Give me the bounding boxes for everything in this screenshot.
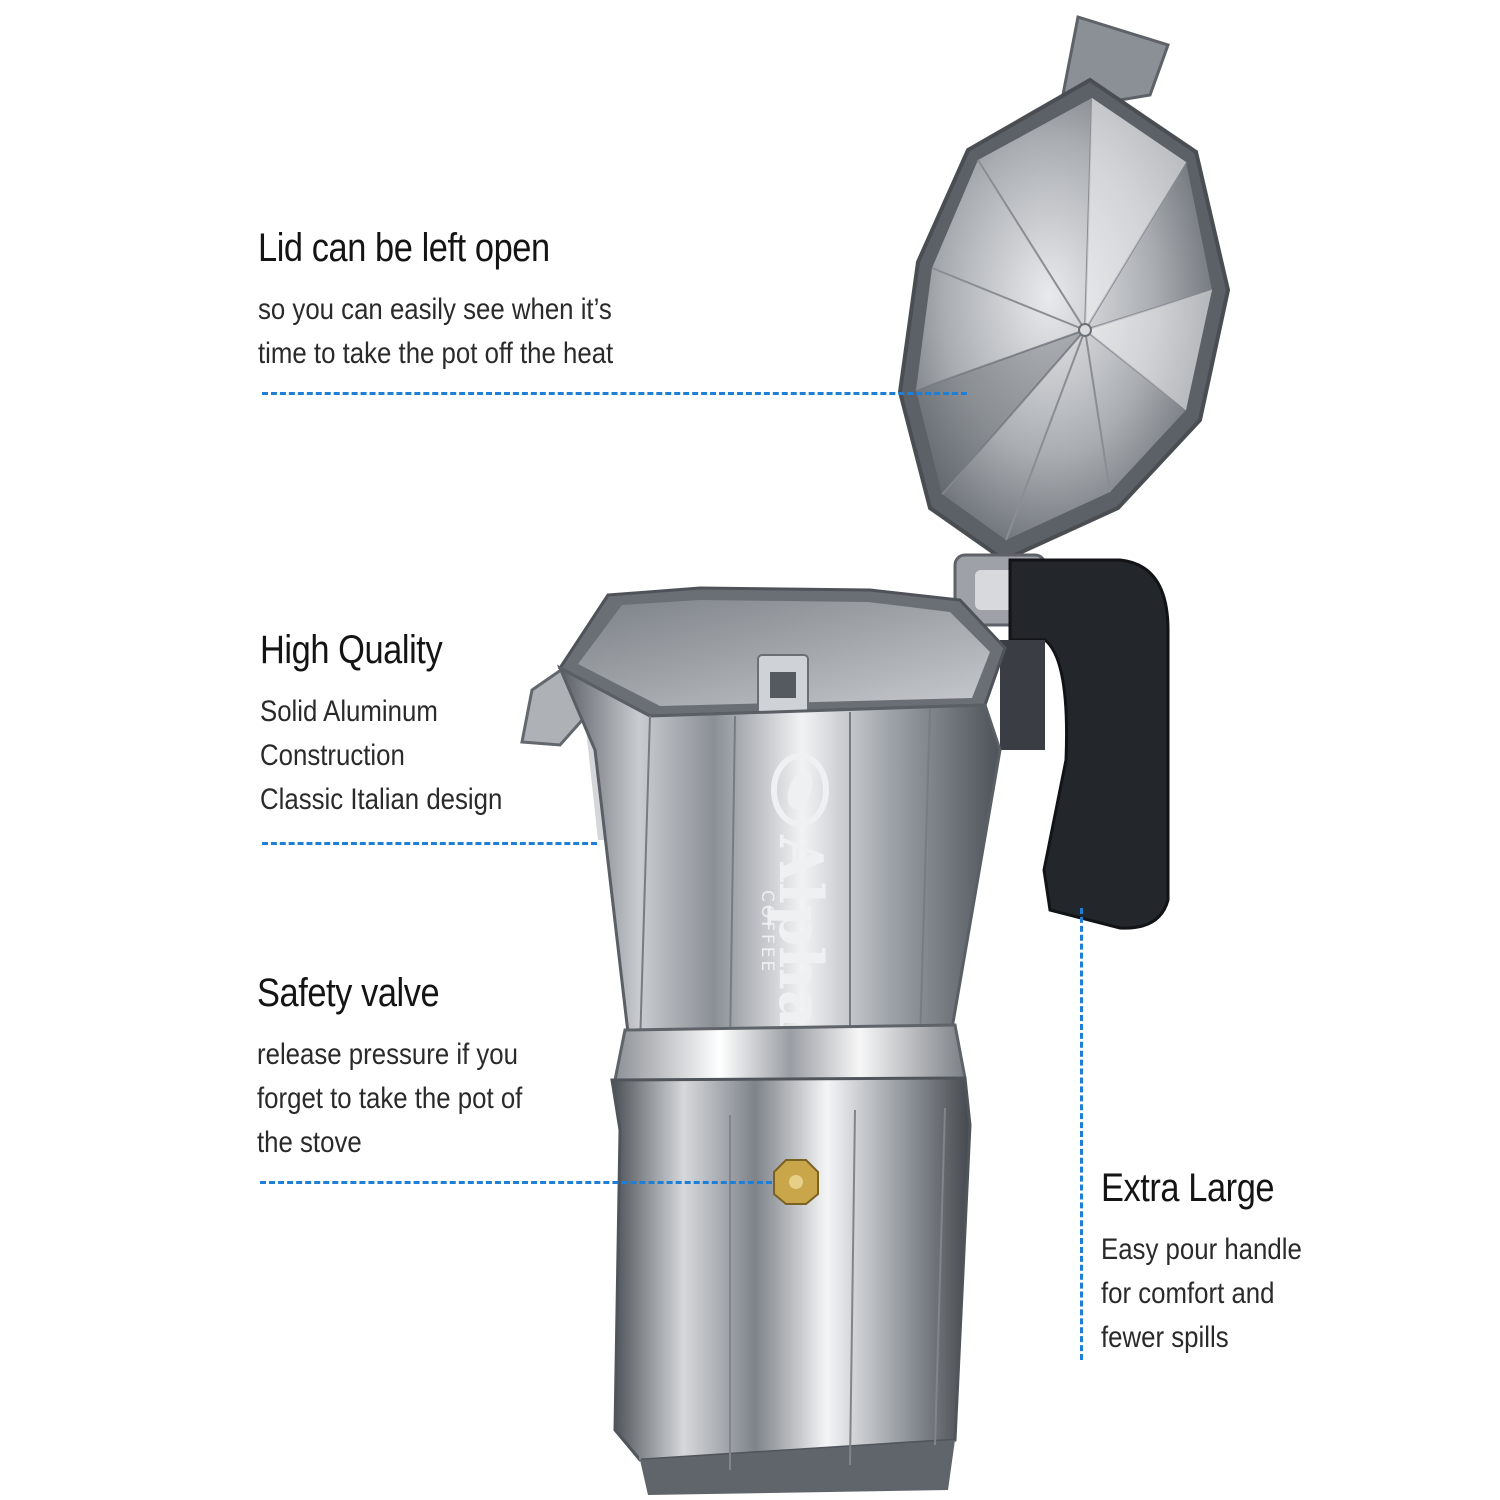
upper-chamber: Alpha COFFEE <box>520 586 1007 1052</box>
callout-quality-line: Construction <box>260 739 405 772</box>
callout-valve-description: release pressure if you forget to take t… <box>257 1033 566 1165</box>
callout-valve-line: forget to take the pot of <box>257 1082 523 1115</box>
callout-quality-description: Solid Aluminum Construction Classic Ital… <box>260 690 542 822</box>
callout-large-line: fewer spills <box>1101 1321 1229 1354</box>
callout-large: Extra Large Easy pour handle for comfort… <box>1101 1168 1335 1360</box>
callout-quality: High Quality Solid Aluminum Construction… <box>260 630 542 822</box>
callout-lid-description: so you can easily see when it’s time to … <box>258 288 671 376</box>
callout-quality-title: High Quality <box>260 628 443 672</box>
callout-large-description: Easy pour handle for comfort and fewer s… <box>1101 1228 1335 1360</box>
lower-boiler <box>610 1076 972 1495</box>
callout-lid-title: Lid can be left open <box>258 226 550 270</box>
leader-line-valve <box>260 1181 772 1184</box>
pour-handle <box>1008 558 1170 930</box>
leader-line-quality <box>262 842 597 845</box>
callout-lid: Lid can be left open so you can easily s… <box>258 228 671 376</box>
callout-valve-line: release pressure if you <box>257 1038 519 1071</box>
callout-large-line: for comfort and <box>1101 1277 1275 1310</box>
callout-quality-line: Solid Aluminum <box>260 695 438 728</box>
leader-line-large <box>1080 908 1083 1360</box>
safety-valve <box>773 1159 819 1205</box>
callout-large-title: Extra Large <box>1101 1166 1275 1210</box>
callout-quality-line: Classic Italian design <box>260 783 503 816</box>
brand-name: Alpha <box>765 834 835 1029</box>
callout-valve-title: Safety valve <box>257 971 440 1015</box>
brand-tagline: COFFEE <box>757 890 777 974</box>
brand-logo: Alpha COFFEE <box>757 753 835 1029</box>
leader-line-lid <box>262 392 967 395</box>
callout-lid-line: so you can easily see when it’s <box>258 293 612 326</box>
lid <box>897 15 1231 563</box>
callout-valve: Safety valve release pressure if you for… <box>257 973 566 1165</box>
callout-lid-line: time to take the pot off the heat <box>258 337 614 370</box>
callout-valve-line: the stove <box>257 1126 362 1159</box>
callout-large-line: Easy pour handle <box>1101 1233 1302 1266</box>
